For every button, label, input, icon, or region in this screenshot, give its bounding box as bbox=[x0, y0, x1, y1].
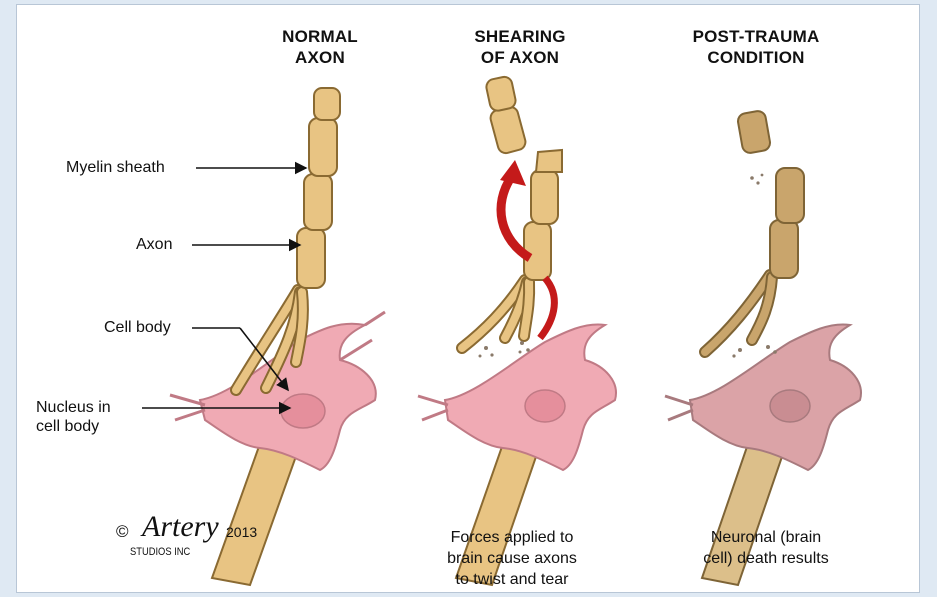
label-cell-body: Cell body bbox=[104, 318, 171, 337]
artery-studios-logo: © Artery STUDIOS INC 2013 bbox=[116, 516, 296, 576]
panel-title-post-trauma: POST-TRAUMA CONDITION bbox=[656, 26, 856, 68]
shearing-axon-illustration bbox=[418, 75, 616, 585]
label-nucleus: Nucleus in cell body bbox=[36, 398, 111, 436]
copyright-symbol: © bbox=[116, 522, 129, 542]
title-line: NORMAL bbox=[220, 26, 420, 47]
caption-line: cell) death results bbox=[656, 548, 876, 569]
panel-title-shearing: SHEARING OF AXON bbox=[420, 26, 620, 68]
post-trauma-illustration bbox=[665, 110, 861, 585]
caption-line: Neuronal (brain bbox=[656, 527, 876, 548]
title-line: POST-TRAUMA bbox=[656, 26, 856, 47]
panel-title-normal: NORMAL AXON bbox=[220, 26, 420, 68]
caption-line: to twist and tear bbox=[402, 569, 622, 590]
label-line: Nucleus in bbox=[36, 398, 111, 417]
title-line: OF AXON bbox=[420, 47, 620, 68]
label-line: cell body bbox=[36, 417, 111, 436]
caption-post-trauma: Neuronal (brain cell) death results bbox=[656, 527, 876, 569]
title-line: AXON bbox=[220, 47, 420, 68]
caption-line: brain cause axons bbox=[402, 548, 622, 569]
title-line: SHEARING bbox=[420, 26, 620, 47]
logo-brand: Artery bbox=[142, 510, 219, 544]
label-axon: Axon bbox=[136, 235, 172, 254]
title-line: CONDITION bbox=[656, 47, 856, 68]
caption-shearing: Forces applied to brain cause axons to t… bbox=[402, 527, 622, 590]
caption-line: Forces applied to bbox=[402, 527, 622, 548]
logo-studio: STUDIOS INC bbox=[130, 546, 190, 558]
label-myelin-sheath: Myelin sheath bbox=[66, 158, 165, 177]
logo-year: 2013 bbox=[226, 524, 257, 540]
